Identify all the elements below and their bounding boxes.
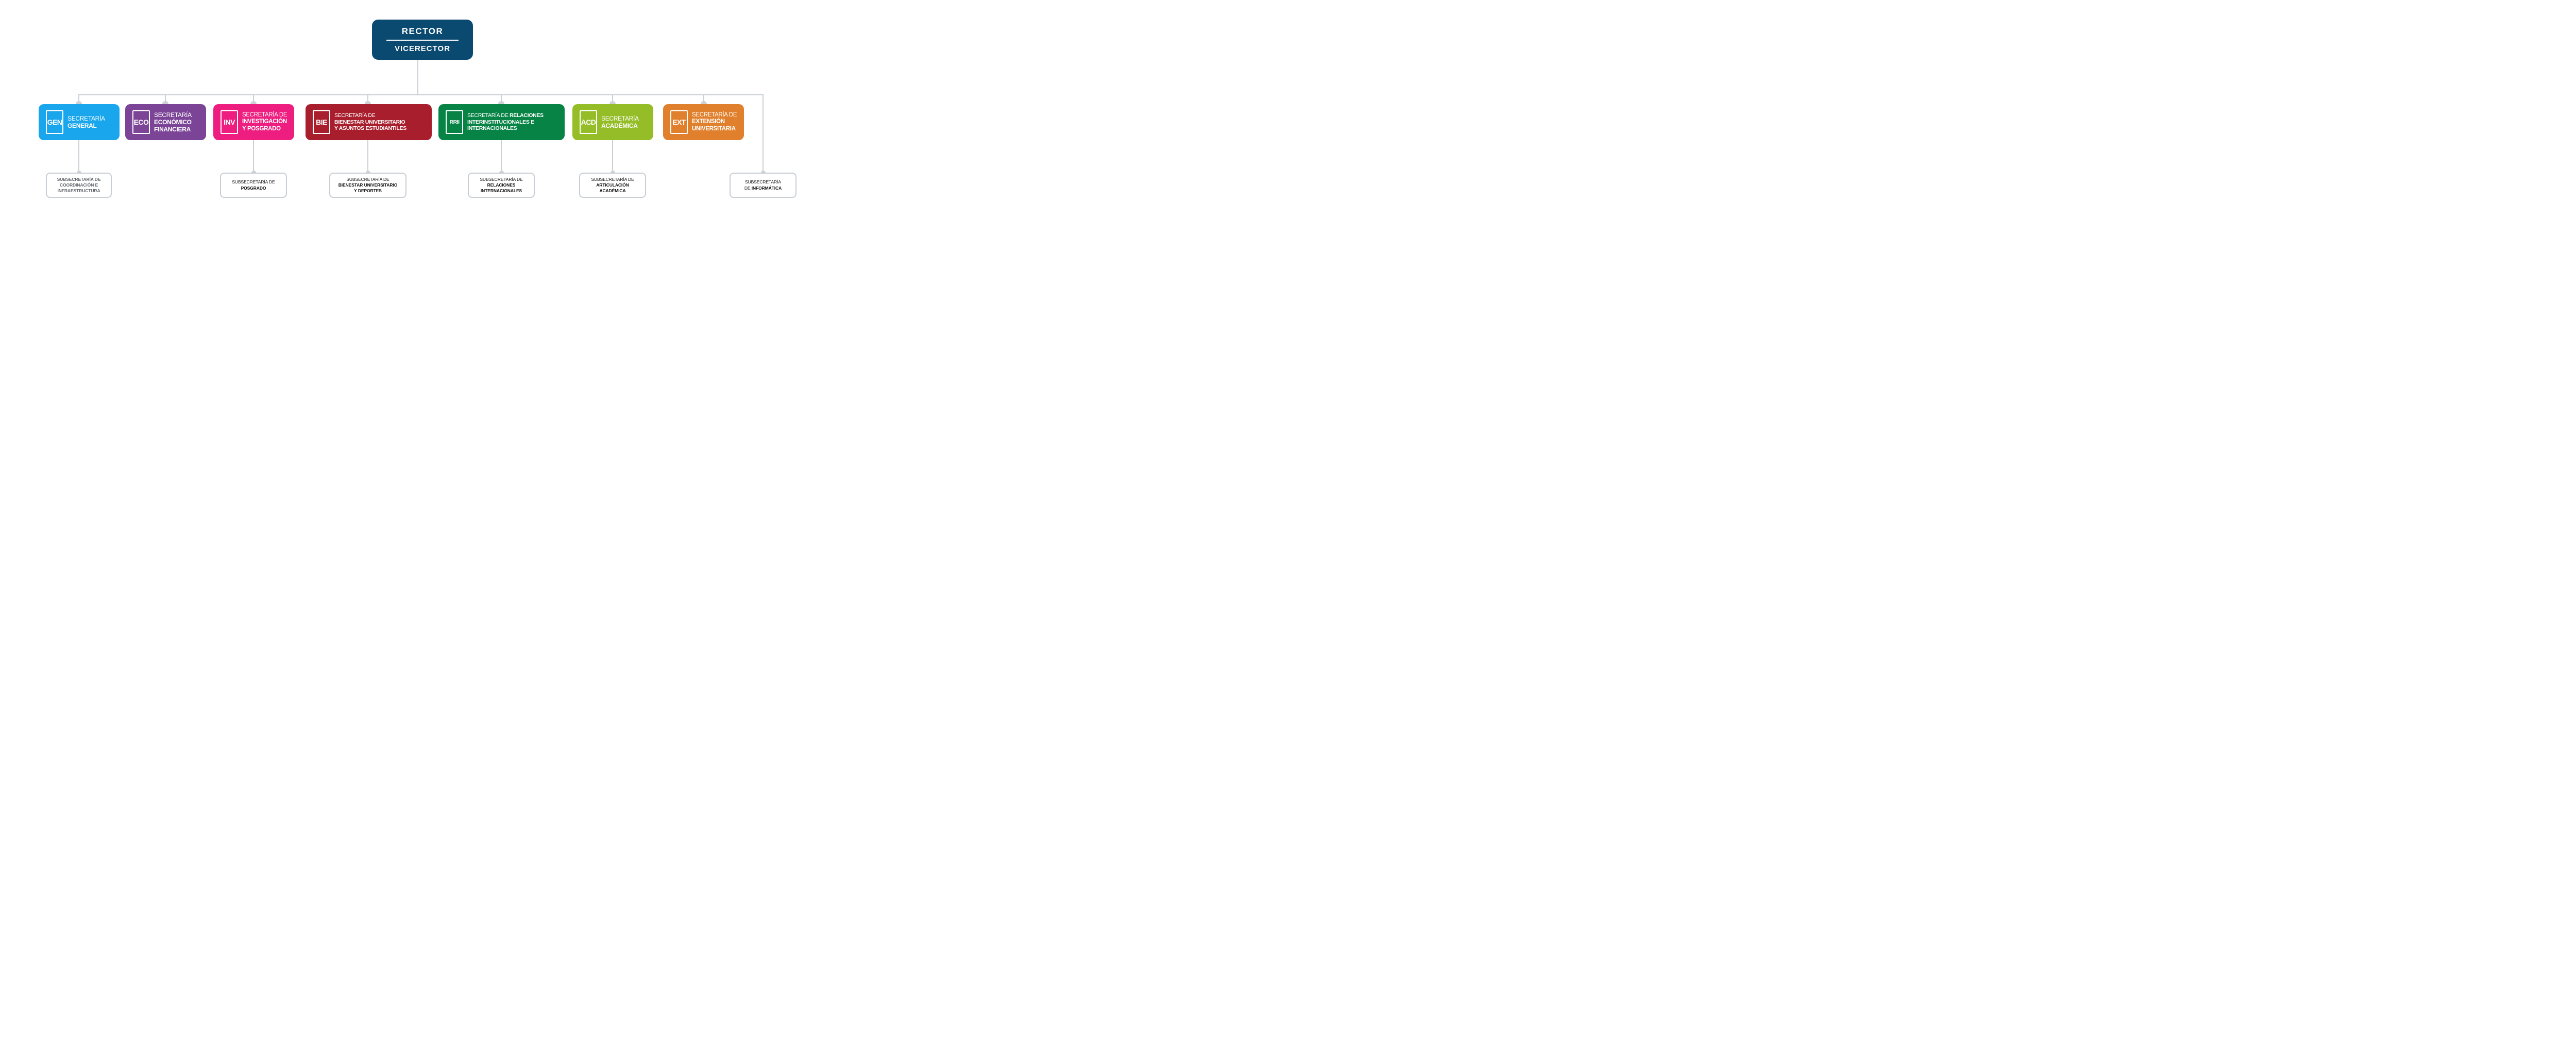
node-subsecretaria-informatica: SUBSECRETARÍA DE INFORMÁTICA [730,173,796,198]
secretaria-investigacion-posgrado-label: SECRETARÍA DE INVESTIGACIÓN Y POSGRADO [242,111,287,132]
rrii-code-badge: RRII [446,110,463,134]
secretaria-academica-label: SECRETARÍA ACADÉMICA [601,114,639,129]
connector-rector-drop [417,60,418,95]
connector-drop-sub-articulacion [612,140,613,173]
connector-stub-inv [253,94,254,105]
node-subsecretaria-coordinacion-infraestructura: SUBSECRETARÍA DE COORDINACIÓN E INFRAEST… [46,173,112,198]
node-secretaria-investigacion-posgrado: INV SECRETARÍA DE INVESTIGACIÓN Y POSGRA… [213,104,294,140]
inv-code-badge: INV [221,110,238,134]
connector-horizontal-rail [78,94,764,95]
inv-code: INV [224,118,235,126]
secretaria-relaciones-interinstitucionales-label: SECRETARÍA DE RELACIONES INTERINSTITUCIO… [467,112,544,132]
rrii-code: RRII [449,119,460,125]
node-secretaria-economico-financiera: ECO SECRETARÍA ECONÓMICO FINANCIERA [125,104,206,140]
node-subsecretaria-articulacion-academica: SUBSECRETARÍA DE ARTICULACIÓN ACADÉMICA [579,173,646,198]
node-rector: RECTOR VICERECTOR [372,20,473,60]
secretaria-general-label: SECRETARÍA GENERAL [67,114,105,129]
secretaria-bienestar-universitario-label: SECRETARÍA DE BIENESTAR UNIVERSITARIO Y … [334,112,406,132]
eco-code: ECO [133,118,149,126]
bie-code-badge: BIE [313,110,330,134]
connector-drop-sub-coordinacion [78,140,79,173]
secretaria-economico-financiera-label: SECRETARÍA ECONÓMICO FINANCIERA [154,111,192,133]
secretaria-extension-universitaria-label: SECRETARÍA DE EXTENSIÓN UNIVERSITARIA [692,111,737,132]
node-subsecretaria-bienestar-deportes: SUBSECRETARÍA DE BIENESTAR UNIVERSITARIO… [329,173,406,198]
connector-drop-sub-posgrado [253,140,254,173]
acd-code: ACD [581,118,596,126]
connector-stub-rrii [501,94,502,105]
gen-code: GEN [47,118,62,126]
connector-stub-gen [78,94,79,105]
node-secretaria-academica: ACD SECRETARÍA ACADÉMICA [572,104,653,140]
bie-code: BIE [316,118,327,126]
node-secretaria-bienestar-universitario: BIE SECRETARÍA DE BIENESTAR UNIVERSITARI… [306,104,432,140]
node-subsecretaria-posgrado: SUBSECRETARÍA DE POSGRADO [220,173,287,198]
rector-divider [386,39,459,41]
node-secretaria-general: GEN SECRETARÍA GENERAL [39,104,120,140]
vicerector-label: VICERECTOR [394,44,451,54]
connector-stub-acd [612,94,613,105]
acd-code-badge: ACD [580,110,597,134]
org-chart: RECTOR VICERECTOR GEN SECRETARÍA GENERAL… [0,0,807,236]
connector-drop-sub-relaciones [501,140,502,173]
connector-stub-bie [367,94,368,105]
node-secretaria-extension-universitaria: EXT SECRETARÍA DE EXTENSIÓN UNIVERSITARI… [663,104,744,140]
connector-drop-sub-informatica [762,94,764,173]
node-subsecretaria-relaciones-internacionales: SUBSECRETARÍA DE RELACIONES INTERNACIONA… [468,173,535,198]
rector-label: RECTOR [401,26,444,36]
ext-code-badge: EXT [670,110,688,134]
node-secretaria-relaciones-interinstitucionales: RRII SECRETARÍA DE RELACIONES INTERINSTI… [438,104,565,140]
connector-stub-ext [703,94,704,105]
gen-code-badge: GEN [46,110,63,134]
eco-code-badge: ECO [132,110,150,134]
ext-code: EXT [672,118,686,126]
connector-drop-sub-bienestar [367,140,368,173]
connector-stub-eco [165,94,166,105]
